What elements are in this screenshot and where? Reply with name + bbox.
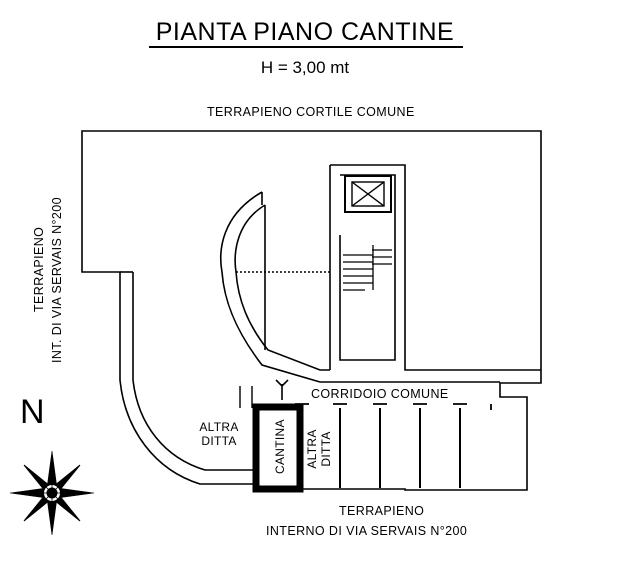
compass-north-letter: N xyxy=(20,393,45,431)
label-altra-ditta-left-line2: DITTA xyxy=(201,434,237,448)
cantina-unit xyxy=(252,403,304,493)
label-terrapieno-cortile: TERRAPIENO CORTILE COMUNE xyxy=(207,105,415,119)
label-altra-ditta-right-line1: ALTRA xyxy=(305,429,319,469)
compass-rose xyxy=(9,450,95,536)
curved-room-inner xyxy=(234,204,330,371)
core-wall-outer xyxy=(330,164,541,371)
entrance-arrow xyxy=(275,379,289,400)
height-note: H = 3,00 mt xyxy=(260,58,350,77)
core-wall-inner xyxy=(339,174,396,361)
room-back-wall xyxy=(261,192,266,350)
curved-room-outer xyxy=(219,191,330,383)
inner-curved-wall xyxy=(132,272,255,471)
label-corridoio-comune: CORRIDOIO COMUNE xyxy=(311,387,449,401)
label-altra-ditta-left-line1: ALTRA xyxy=(199,420,239,434)
lift-cross xyxy=(351,181,385,207)
cellar-door-marks xyxy=(295,403,492,410)
label-altra-ditta-left: ALTRA DITTA xyxy=(197,420,241,448)
stair-treads xyxy=(343,245,392,291)
label-left-terrapieno: TERRAPIENO xyxy=(32,226,46,312)
left-partition xyxy=(239,386,253,408)
label-bottom-via-servais: INTERNO DI VIA SERVAIS N°200 xyxy=(266,524,468,538)
label-altra-ditta-right-line2: DITTA xyxy=(319,431,333,467)
title-underline xyxy=(149,46,463,48)
plan-title: PIANTA PIANO CANTINE xyxy=(155,18,455,46)
outer-wall xyxy=(81,130,542,491)
label-altra-ditta-right: ALTRA DITTA xyxy=(305,420,333,478)
label-left-via-servais: INT. DI VIA SERVAIS N°200 xyxy=(50,197,64,363)
label-cantina: CANTINA xyxy=(273,419,287,474)
label-bottom-terrapieno: TERRAPIENO xyxy=(339,504,425,518)
lift-shaft xyxy=(344,175,392,213)
